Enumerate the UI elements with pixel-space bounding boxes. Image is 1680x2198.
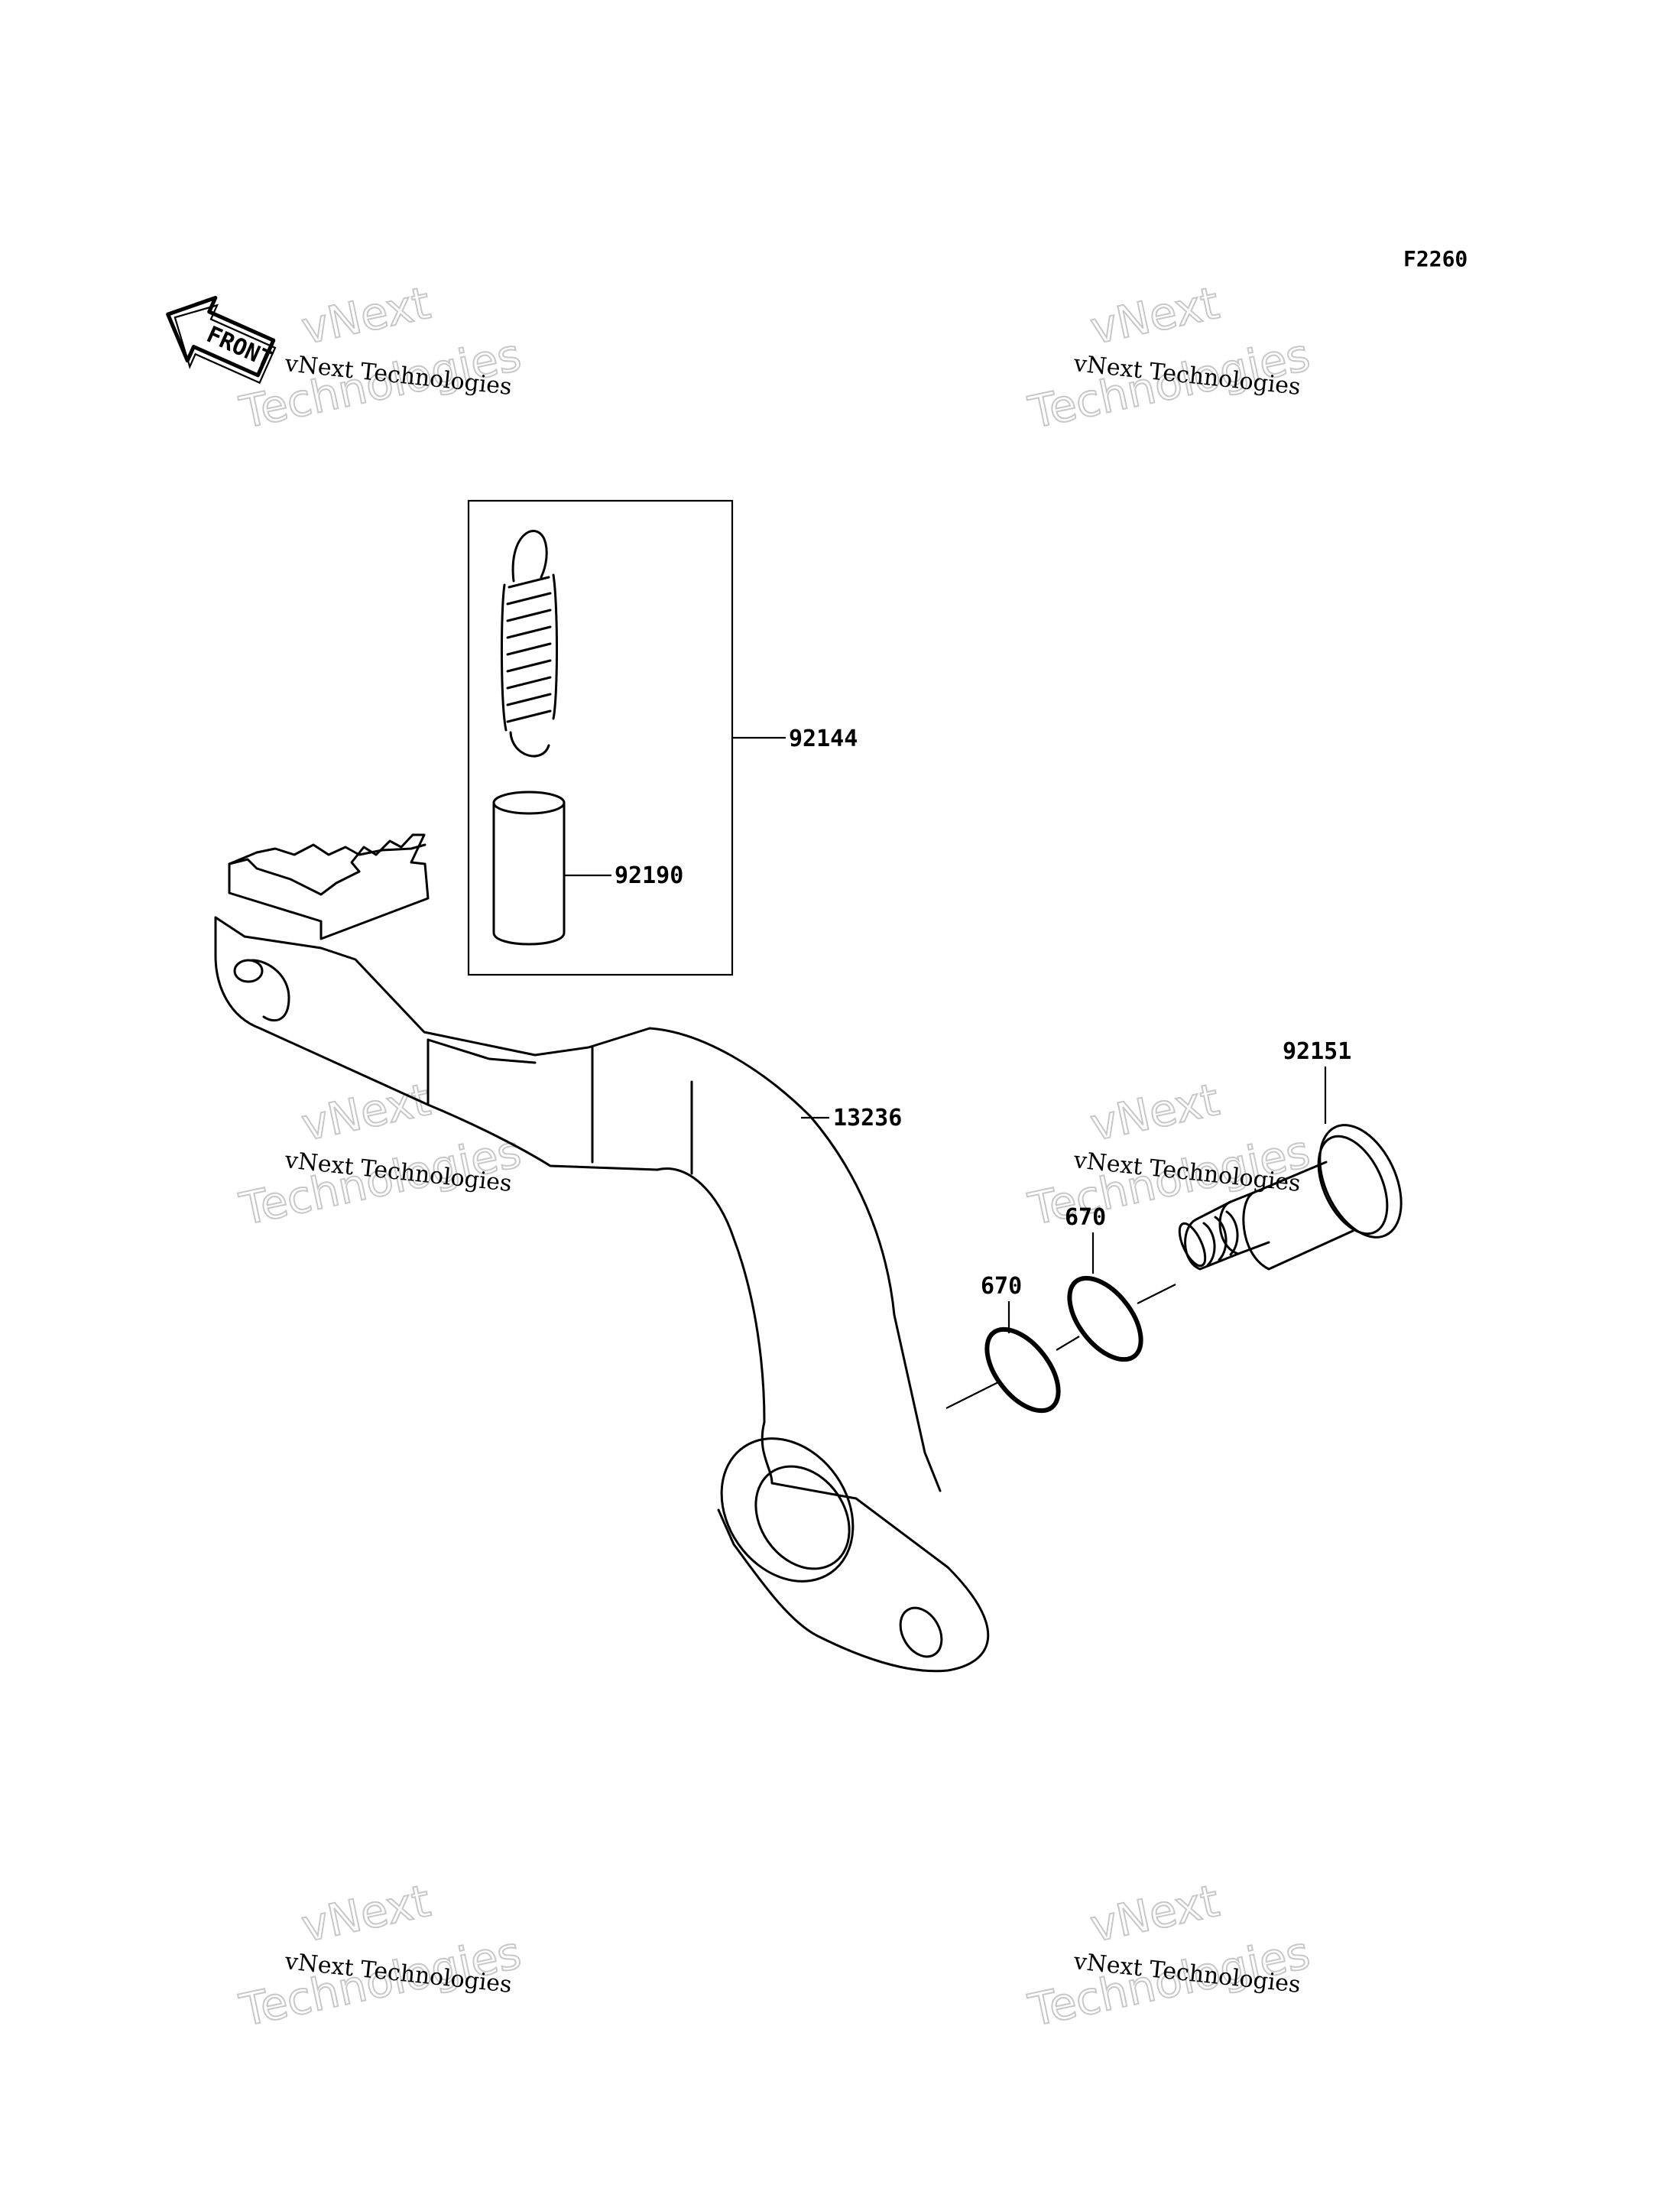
part-label-670-left: 670 [981, 1273, 1022, 1300]
part-label-92190: 92190 [615, 862, 683, 889]
spring-kit-group: 92190 92144 [467, 499, 858, 976]
svg-text:vNext: vNext [1086, 1073, 1224, 1151]
front-arrow-icon: FRONT [166, 296, 277, 385]
spring-icon [500, 530, 558, 758]
svg-text:vNext: vNext [297, 277, 435, 355]
watermark: vNext Technologies vNext Technologies [235, 1073, 527, 1236]
part-label-13236: 13236 [833, 1105, 902, 1131]
brake-pedal-icon [214, 833, 990, 1673]
figure-code: F2260 [1403, 246, 1468, 271]
o-ring-right-icon [1067, 1275, 1143, 1362]
part-label-670-right: 670 [1065, 1204, 1106, 1231]
svg-text:vNext: vNext [297, 1875, 435, 1953]
o-ring-left-icon [984, 1326, 1061, 1414]
watermark: vNext Technologies vNext Technologies [235, 1874, 527, 2037]
svg-text:vNext: vNext [1086, 277, 1224, 355]
watermark: vNext Technologies vNext Technologies [1023, 1874, 1315, 2037]
part-label-92144: 92144 [789, 726, 858, 752]
pivot-bolt-icon [1178, 1124, 1403, 1271]
watermark: vNext Technologies vNext Technologies [235, 276, 527, 440]
watermark: vNext Technologies vNext Technologies [1023, 276, 1315, 440]
collar-icon [492, 791, 566, 946]
svg-text:vNext: vNext [297, 1073, 435, 1151]
part-label-92151: 92151 [1283, 1038, 1351, 1065]
svg-text:vNext: vNext [1086, 1875, 1224, 1953]
